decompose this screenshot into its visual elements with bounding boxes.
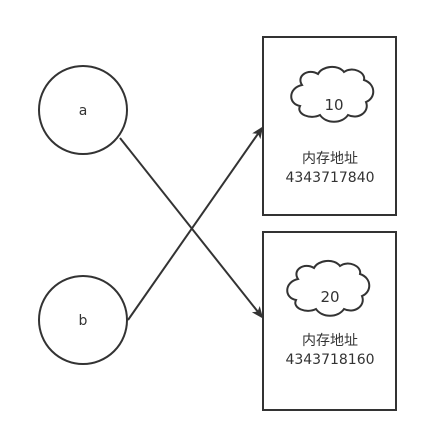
memory-box-1: 10 内存地址 4343717840	[262, 36, 397, 216]
variable-node-a: a	[38, 65, 128, 155]
variable-node-b: b	[38, 275, 128, 365]
node-label-a: a	[79, 103, 88, 119]
memory-caption-1: 内存地址	[302, 151, 358, 167]
node-circle-a	[38, 65, 128, 155]
memory-box-1-frame	[262, 36, 397, 216]
memory-caption-2: 内存地址	[302, 333, 358, 349]
memory-box-2: 20 内存地址 4343718160	[262, 231, 397, 411]
cloud-icon-1	[290, 66, 375, 123]
cloud-value-2: 20	[320, 288, 339, 306]
arrow-b-to-box-1	[127, 126, 264, 321]
memory-box-2-frame	[262, 231, 397, 411]
memory-address-2: 4343718160	[285, 352, 374, 368]
cloud-icon-2	[286, 260, 371, 317]
node-circle-b	[38, 275, 128, 365]
memory-address-1: 4343717840	[285, 170, 374, 186]
arrow-a-to-box-2	[119, 137, 264, 319]
node-label-b: b	[79, 313, 88, 329]
cloud-value-1: 10	[324, 96, 343, 114]
